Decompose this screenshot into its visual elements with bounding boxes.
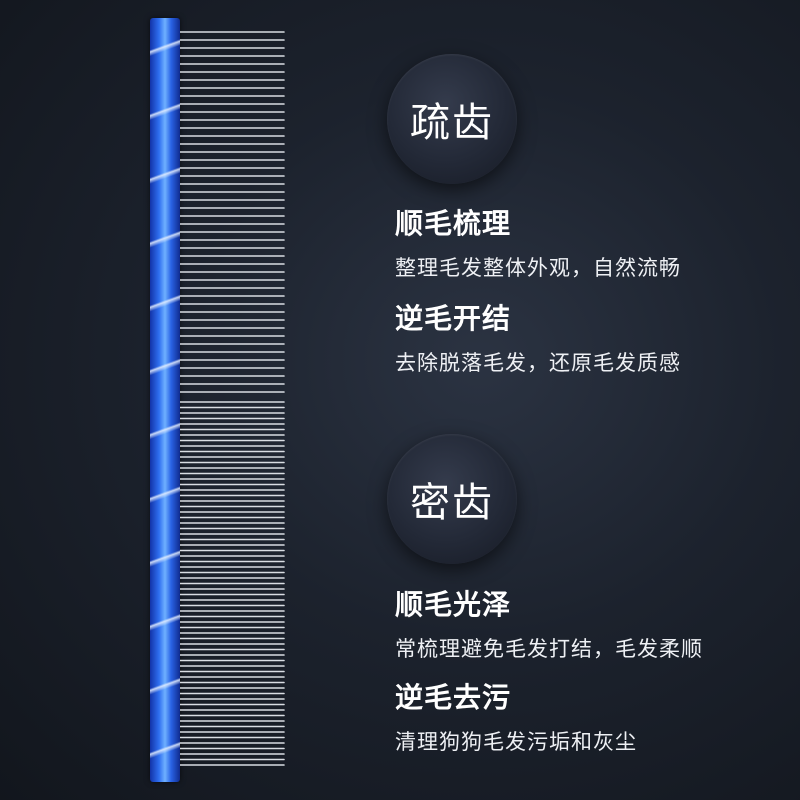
feature-description: 去除脱落毛发，还原毛发质感 — [395, 351, 681, 375]
badge-label: 密齿 — [410, 480, 494, 526]
dense-teeth-badge: 密齿 — [387, 434, 517, 564]
feature-item: 顺毛梳理 整理毛发整体外观，自然流畅 — [395, 202, 681, 282]
feature-description: 整理毛发整体外观，自然流畅 — [395, 256, 681, 280]
feature-item: 顺毛光泽 常梳理避免毛发打结，毛发柔顺 — [395, 583, 703, 663]
comb-handle — [150, 18, 180, 782]
pet-comb-image — [150, 18, 286, 782]
comb-teeth-graphic — [180, 31, 285, 766]
feature-title: 逆毛去污 — [395, 681, 512, 714]
feature-title: 顺毛光泽 — [395, 588, 512, 621]
comb-teeth — [180, 30, 286, 770]
feature-title: 逆毛开结 — [395, 302, 512, 335]
badge-label: 疏齿 — [410, 100, 494, 146]
feature-description: 常梳理避免毛发打结，毛发柔顺 — [395, 637, 703, 661]
feature-item: 逆毛开结 去除脱落毛发，还原毛发质感 — [395, 297, 681, 377]
feature-description: 清理狗狗毛发污垢和灰尘 — [395, 730, 637, 754]
feature-title: 顺毛梳理 — [395, 207, 512, 240]
feature-item: 逆毛去污 清理狗狗毛发污垢和灰尘 — [395, 676, 637, 756]
sparse-teeth-badge: 疏齿 — [387, 54, 517, 184]
